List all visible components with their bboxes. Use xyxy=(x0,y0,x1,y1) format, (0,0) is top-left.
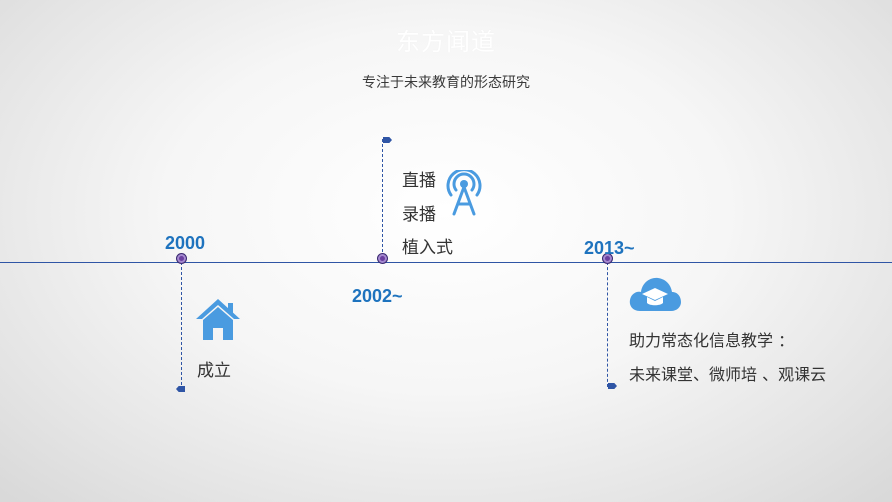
broadcast-tower-icon xyxy=(446,168,482,216)
connector-2002 xyxy=(382,139,383,262)
timeline-axis xyxy=(0,262,892,263)
desc-line-2: 未来课堂、微师培 、观课云 xyxy=(629,365,827,384)
connector-2000 xyxy=(181,262,182,390)
node-2013 xyxy=(602,253,613,264)
cloud-graduation-cap-icon xyxy=(628,273,682,313)
node-2000 xyxy=(176,253,187,264)
flag-2013 xyxy=(608,383,617,389)
flag-2002 xyxy=(383,137,392,143)
item-embedded: 植入式 xyxy=(402,238,453,258)
item-recorded: 录播 xyxy=(402,205,436,225)
connector-2013 xyxy=(607,262,608,387)
flag-2000 xyxy=(176,386,185,392)
desc-line-1: 助力常态化信息教学 ： xyxy=(629,331,795,350)
label-established: 成立 xyxy=(197,361,231,381)
year-2000: 2000 xyxy=(165,233,206,253)
node-2002 xyxy=(377,253,388,264)
page-subtitle: 专注于未来教育的形态研究 xyxy=(362,75,530,91)
item-live: 直播 xyxy=(402,171,436,191)
year-2013: 2013~ xyxy=(584,238,635,258)
house-icon xyxy=(194,295,242,343)
page-title: 东方闻道 xyxy=(396,28,496,56)
year-2002: 2002~ xyxy=(352,286,403,306)
